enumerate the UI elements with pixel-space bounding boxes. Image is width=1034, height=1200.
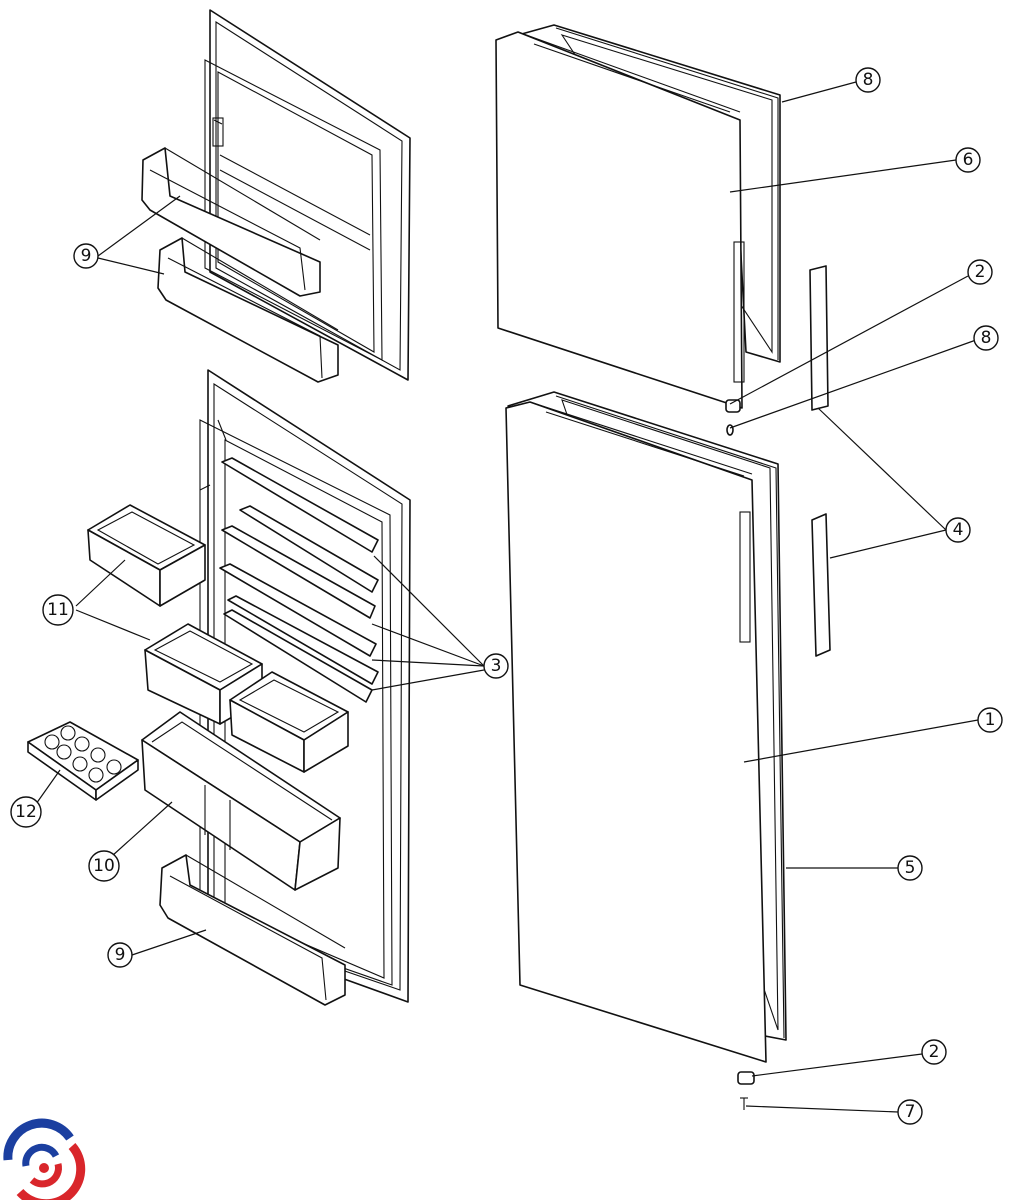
fridge-door-gasket [555, 395, 785, 1039]
screw [740, 1097, 748, 1110]
freezer-door-outer [495, 24, 781, 409]
fridge-bottom-shelf [159, 854, 346, 1006]
freezer-door-shelf-lower [157, 237, 339, 383]
callout-1: 1 [977, 707, 1003, 733]
callout-8-top: 8 [855, 67, 881, 93]
svg-text:12: 12 [15, 802, 37, 822]
callout-10: 10 [88, 850, 120, 882]
hinge-pin [726, 424, 734, 436]
callout-3: 3 [483, 653, 509, 679]
large-door-bin [141, 711, 341, 891]
callout-9-bottom: 9 [107, 942, 133, 968]
fridge-door-handle [811, 513, 831, 657]
callout-2-top: 2 [967, 259, 993, 285]
small-bin-right [229, 671, 349, 773]
freezer-door-inner [204, 9, 411, 381]
svg-text:6: 6 [963, 150, 974, 170]
lower-hinge-bushing [737, 1071, 755, 1085]
freezer-door-shelf-upper [141, 147, 321, 297]
callout-9-top: 9 [73, 243, 99, 269]
egg-tray [27, 721, 139, 801]
callout-11: 11 [42, 594, 74, 626]
freezer-door-handle [809, 265, 829, 411]
callout-8-pin: 8 [973, 325, 999, 351]
svg-text:9: 9 [115, 945, 126, 965]
svg-text:1: 1 [985, 710, 996, 730]
svg-text:8: 8 [981, 328, 992, 348]
fridge-door-outer [505, 391, 787, 1063]
fridge-door-shelf-rails [219, 457, 379, 703]
callout-12: 12 [10, 796, 42, 828]
small-bin-top [87, 504, 206, 607]
svg-text:8: 8 [863, 70, 874, 90]
upper-hinge-bushing [725, 399, 741, 413]
svg-text:3: 3 [491, 656, 502, 676]
svg-text:9: 9 [81, 246, 92, 266]
svg-text:2: 2 [975, 262, 986, 282]
callout-7: 7 [897, 1099, 923, 1125]
svg-text:5: 5 [905, 858, 916, 878]
callout-4: 4 [945, 517, 971, 543]
svg-text:7: 7 [905, 1102, 916, 1122]
leader-lines [35, 81, 979, 1113]
svg-text:2: 2 [929, 1042, 940, 1062]
callout-6: 6 [955, 147, 981, 173]
freezer-door-gasket [555, 27, 779, 360]
callout-5: 5 [897, 855, 923, 881]
svg-text:4: 4 [953, 520, 964, 540]
callout-2-bottom: 2 [921, 1039, 947, 1065]
svg-text:10: 10 [93, 856, 115, 876]
svg-text:11: 11 [47, 600, 69, 620]
brand-logo-icon [3, 1118, 86, 1200]
